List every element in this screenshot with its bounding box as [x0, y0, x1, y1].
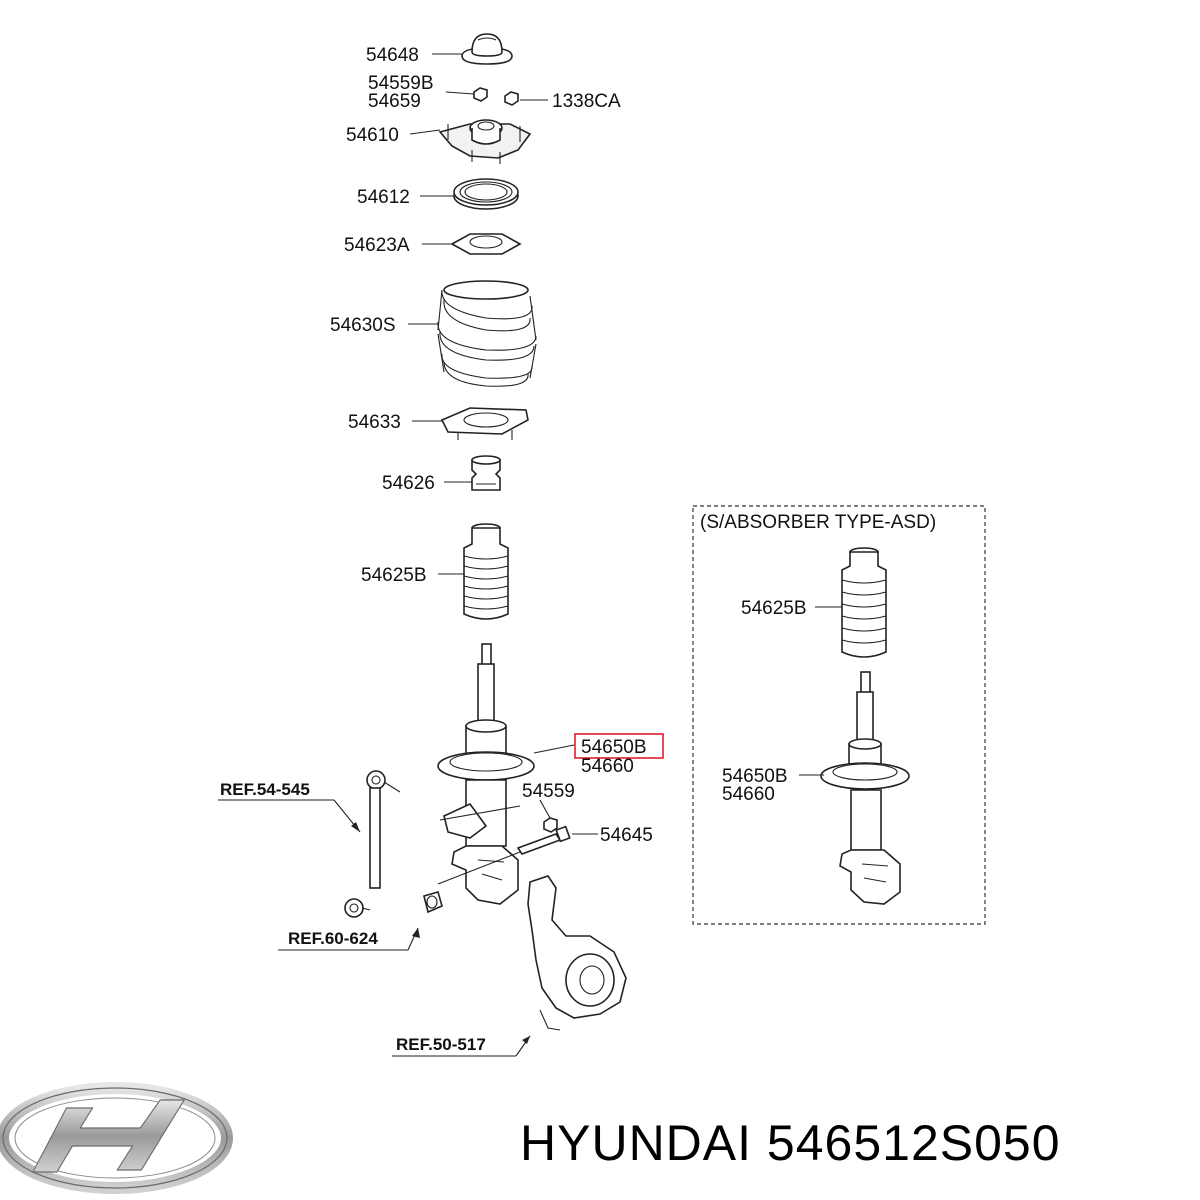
- label-54559B: 54559B: [368, 73, 434, 94]
- label-54660: 54660: [581, 756, 634, 777]
- highlight-box-54650B: [574, 733, 664, 759]
- inset-label-54625B: 54625B: [741, 598, 807, 619]
- part-54626-drawing: [471, 455, 501, 491]
- part-54610-drawing: [438, 119, 532, 164]
- bushing-drawing: [423, 891, 443, 914]
- inset-title: (S/ABSORBER TYPE-ASD): [700, 512, 936, 533]
- label-54610: 54610: [346, 125, 399, 146]
- part-54612-drawing: [453, 178, 519, 210]
- label-54626: 54626: [382, 473, 435, 494]
- strut-main-drawing: [437, 643, 535, 905]
- ref-50-517: REF.50-517: [396, 1035, 486, 1054]
- part-54633-drawing: [440, 407, 529, 440]
- knuckle-drawing: [527, 875, 627, 1031]
- label-54650B: 54650B: [581, 737, 647, 758]
- label-54630S: 54630S: [330, 315, 396, 336]
- label-54559: 54559: [522, 781, 575, 802]
- part-54648-drawing: [461, 33, 513, 65]
- part-54623A-drawing: [450, 233, 522, 255]
- inset-dust-boot-drawing: [841, 547, 887, 658]
- part-54625B-drawing: [463, 523, 509, 620]
- stabilizer-link-drawing: [344, 770, 401, 918]
- hyundai-logo: [0, 1082, 233, 1194]
- leader-lines: [218, 53, 842, 1057]
- inset-label-54660: 54660: [722, 784, 775, 805]
- part-54630S-drawing: [437, 280, 537, 387]
- label-54659: 54659: [368, 91, 421, 112]
- inset-strut-drawing: [820, 671, 910, 905]
- ref-60-624: REF.60-624: [288, 929, 378, 948]
- part-nuts-drawing: [473, 87, 519, 106]
- label-54612: 54612: [357, 187, 410, 208]
- label-54648: 54648: [366, 45, 419, 66]
- label-54623A: 54623A: [344, 235, 410, 256]
- part-54559-54645-drawing: [516, 817, 571, 855]
- brand-part-number: HYUNDAI 546512S050: [520, 1115, 1061, 1171]
- label-54645: 54645: [600, 825, 653, 846]
- ref-54-545: REF.54-545: [220, 780, 310, 799]
- label-1338CA: 1338CA: [552, 91, 621, 112]
- inset-label-54650B: 54650B: [722, 766, 788, 787]
- inset-asd-box: [692, 505, 986, 925]
- label-54633: 54633: [348, 412, 401, 433]
- label-54625B: 54625B: [361, 565, 427, 586]
